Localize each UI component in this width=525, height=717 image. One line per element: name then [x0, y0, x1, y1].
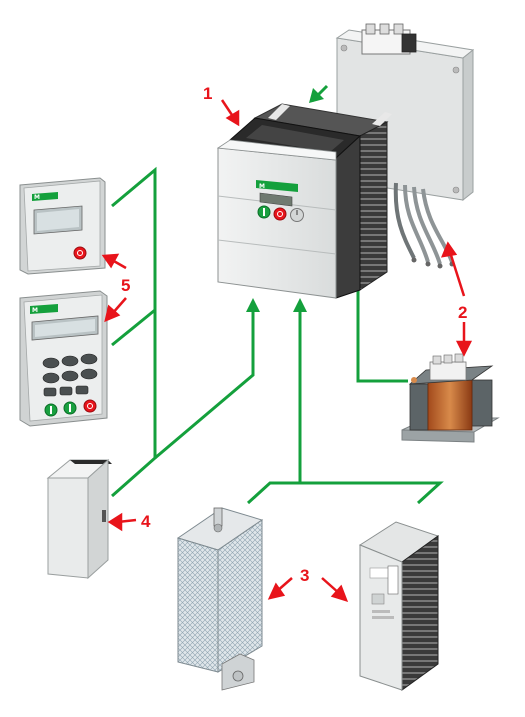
callout-1: 1: [203, 84, 212, 103]
keypad-key[interactable]: [75, 385, 89, 395]
connector-lines: [111, 166, 444, 505]
stop-button-icon[interactable]: [73, 246, 87, 260]
keypad-key[interactable]: [43, 387, 57, 397]
brand-label: M: [34, 194, 40, 201]
callout-2: 2: [458, 303, 467, 322]
arrow-icon: [246, 298, 260, 312]
braking-resistor: [176, 507, 264, 691]
frequency-inverter: M: [216, 103, 392, 299]
brand-label: M: [32, 307, 38, 314]
stop-button-icon[interactable]: [273, 207, 287, 221]
keypad-key[interactable]: [61, 370, 79, 382]
keypad-key[interactable]: [42, 372, 60, 384]
keypad-key[interactable]: [80, 368, 98, 380]
heatsink-braking-module: [358, 521, 440, 691]
keypad-key[interactable]: [59, 386, 73, 396]
stop-button-icon[interactable]: [83, 399, 97, 413]
keypad-key[interactable]: [80, 353, 98, 365]
interface-module: [46, 458, 112, 580]
keypad-key[interactable]: [42, 357, 60, 369]
keypad-keys: [42, 353, 98, 397]
callout-3: 3: [300, 566, 309, 585]
arrow-icon: [310, 84, 329, 103]
callout-4: 4: [141, 512, 151, 531]
keypad-key[interactable]: [61, 355, 79, 367]
keypad-basic: M: [19, 177, 106, 275]
control-transformer: [401, 353, 500, 443]
brand-label: M: [259, 183, 265, 190]
keypad-full: M: [19, 290, 108, 427]
callout-arrows: [101, 99, 473, 602]
arrow-icon: [293, 298, 307, 312]
callout-5: 5: [121, 276, 130, 295]
